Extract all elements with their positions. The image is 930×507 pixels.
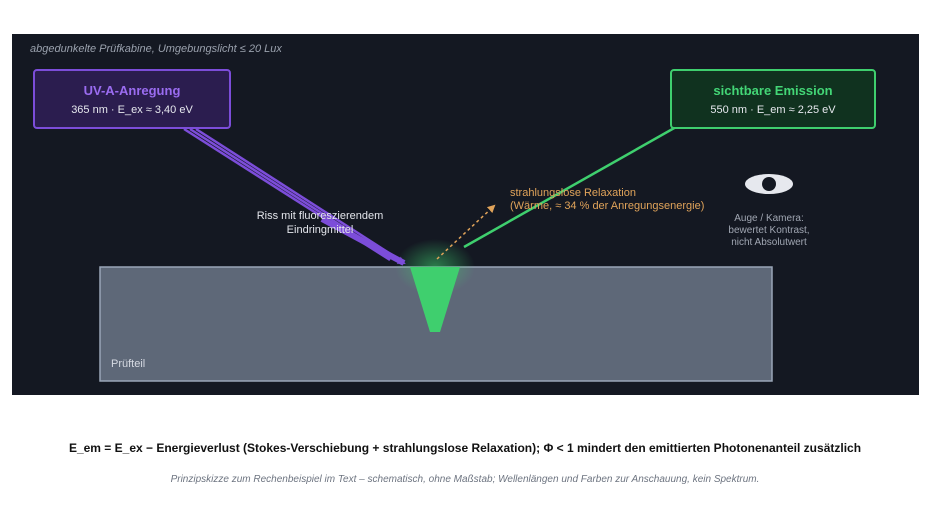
emission-details: 550 nm · E_em ≈ 2,25 eV	[710, 104, 836, 116]
uv-excitation-box: UV-A-Anregung 365 nm · E_ex ≈ 3,40 eV	[33, 69, 231, 129]
observer-label: Auge / Kamera: bewertet Kontrast, nicht …	[704, 213, 834, 249]
relaxation-label-line2: (Wärme, ≈ 34 % der Anregungsenergie)	[510, 200, 705, 212]
uv-arrow	[320, 216, 406, 266]
eye-icon	[745, 174, 793, 194]
emission-title: sichtbare Emission	[713, 83, 833, 98]
figure-caption: Prinzipskizze zum Rechenbeispiel im Text…	[170, 474, 760, 485]
relaxation-label: strahlungslose Relaxation (Wärme, ≈ 34 %…	[510, 187, 704, 213]
observer-label-line3: nicht Absolutwert	[731, 237, 807, 248]
environment-label: abgedunkelte Prüfkabine, Umgebungslicht …	[30, 43, 282, 55]
uv-excitation-title: UV-A-Anregung	[83, 83, 181, 98]
part-label: Prüfteil	[111, 358, 146, 370]
relaxation-label-line1: strahlungslose Relaxation	[510, 187, 636, 199]
energy-formula: E_em = E_ex − Energieverlust (Stokes-Ver…	[68, 441, 862, 455]
emission-ray	[463, 125, 677, 249]
inspection-booth-panel: abgedunkelte Prüfkabine, Umgebungslicht …	[12, 34, 919, 395]
uv-excitation-details: 365 nm · E_ex ≈ 3,40 eV	[71, 104, 193, 116]
observer-label-line1: Auge / Kamera:	[734, 213, 804, 224]
crack	[410, 267, 460, 332]
emission-box: sichtbare Emission 550 nm · E_em ≈ 2,25 …	[670, 69, 876, 129]
observer-label-line2: bewertet Kontrast,	[728, 225, 810, 236]
diagram-canvas	[99, 125, 793, 382]
relaxation-arrow	[436, 204, 496, 260]
crack-label: Riss mit fluoreszierendem Eindringmittel	[256, 210, 384, 236]
